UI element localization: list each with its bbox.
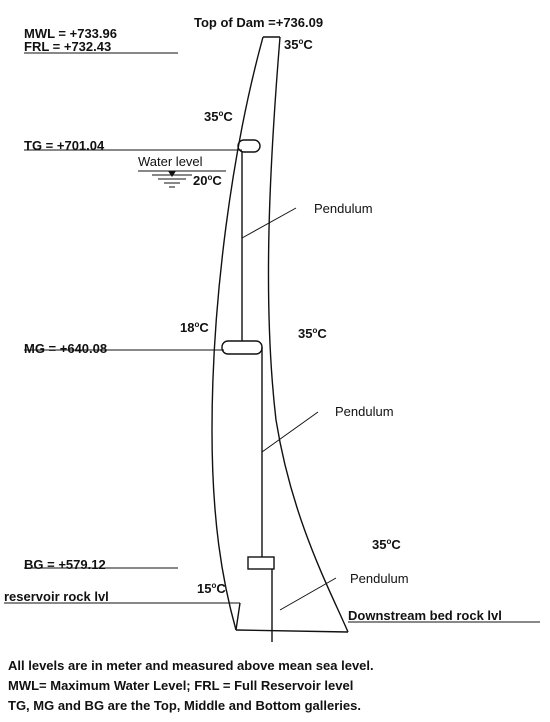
top-gallery [237, 139, 261, 153]
notes-block: All levels are in meter and measured abo… [8, 656, 548, 716]
note-line-2: MWL= Maximum Water Level; FRL = Full Res… [8, 678, 354, 693]
downstream-rock-label: Downstream bed rock lvl [348, 608, 502, 623]
dam-heel [235, 602, 241, 631]
pendulum-label-3: Pendulum [350, 571, 409, 586]
temp-downstream-low: 35oC [372, 537, 401, 552]
pendulum-label-1: Pendulum [314, 201, 373, 216]
temp-base: 15oC [197, 581, 226, 596]
pendulum-leader-1 [241, 207, 297, 239]
tg-label: TG = +701.04 [24, 138, 105, 153]
pendulum-leader-2 [261, 411, 319, 453]
temp-upper-body: 35oC [204, 109, 233, 124]
water-level-label: Water level [138, 154, 203, 169]
dam-downstream-face [267, 36, 349, 633]
frl-label: FRL = +732.43 [24, 39, 111, 54]
mwl-label: MWL = +733.96 [24, 26, 117, 41]
note-line-1: All levels are in meter and measured abo… [8, 658, 374, 673]
reservoir-rock-label: reservoir rock lvl [4, 589, 109, 604]
mg-label: MG = +640.08 [24, 341, 107, 356]
bottom-gallery [247, 556, 275, 570]
note-line-3: TG, MG and BG are the Top, Middle and Bo… [8, 698, 361, 713]
pendulum-label-2: Pendulum [335, 404, 394, 419]
middle-gallery [221, 340, 263, 355]
bg-label: BG = +579.12 [24, 557, 106, 572]
top-of-dam-label: Top of Dam =+736.09 [194, 15, 323, 30]
dam-upstream-face [211, 36, 264, 631]
water-level-symbol [138, 170, 226, 188]
temp-downstream-mid: 35oC [298, 326, 327, 341]
temp-at-mg: 18oC [180, 320, 209, 335]
dam-foundation [235, 629, 349, 633]
temp-at-water: 20oC [193, 173, 222, 188]
temp-top-crest: 35oC [284, 37, 313, 52]
pendulum-leader-3 [279, 577, 337, 611]
